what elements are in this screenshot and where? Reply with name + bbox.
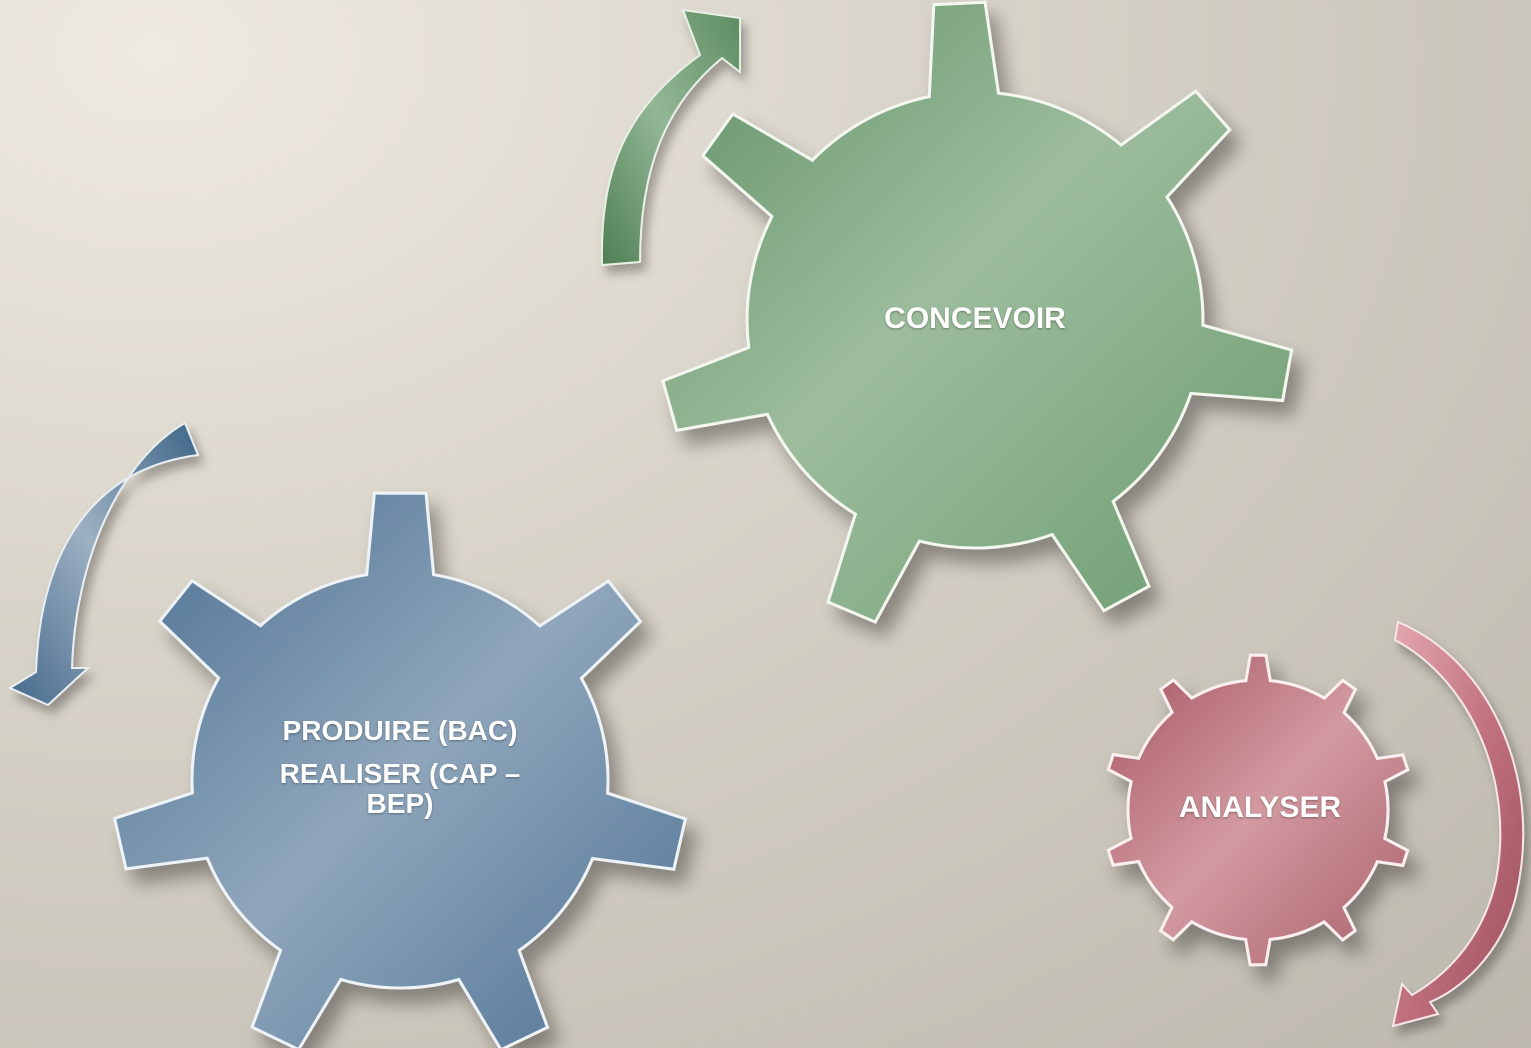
gear-label-analyser: ANALYSER xyxy=(1150,792,1370,824)
concevoir-text: CONCEVOIR xyxy=(884,302,1066,335)
produire-line-2: REALISER (CAP – xyxy=(279,758,521,790)
gear-concevoir xyxy=(661,0,1294,624)
red-rotation-arrow xyxy=(1391,620,1525,1028)
produire-line-1: PRODUIRE (BAC) xyxy=(282,715,518,746)
green-rotation-arrow xyxy=(600,8,741,267)
gear-analyser xyxy=(1106,653,1410,967)
produire-line-3: BEP) xyxy=(366,787,434,819)
gear-label-produire: PRODUIRE (BAC) REALISER (CAP – BEP) xyxy=(240,715,560,819)
gear-label-concevoir: CONCEVOIR xyxy=(820,303,1130,335)
blue-rotation-arrow xyxy=(7,421,200,707)
gear-produire xyxy=(112,491,688,1048)
analyser-text: ANALYSER xyxy=(1178,791,1342,824)
